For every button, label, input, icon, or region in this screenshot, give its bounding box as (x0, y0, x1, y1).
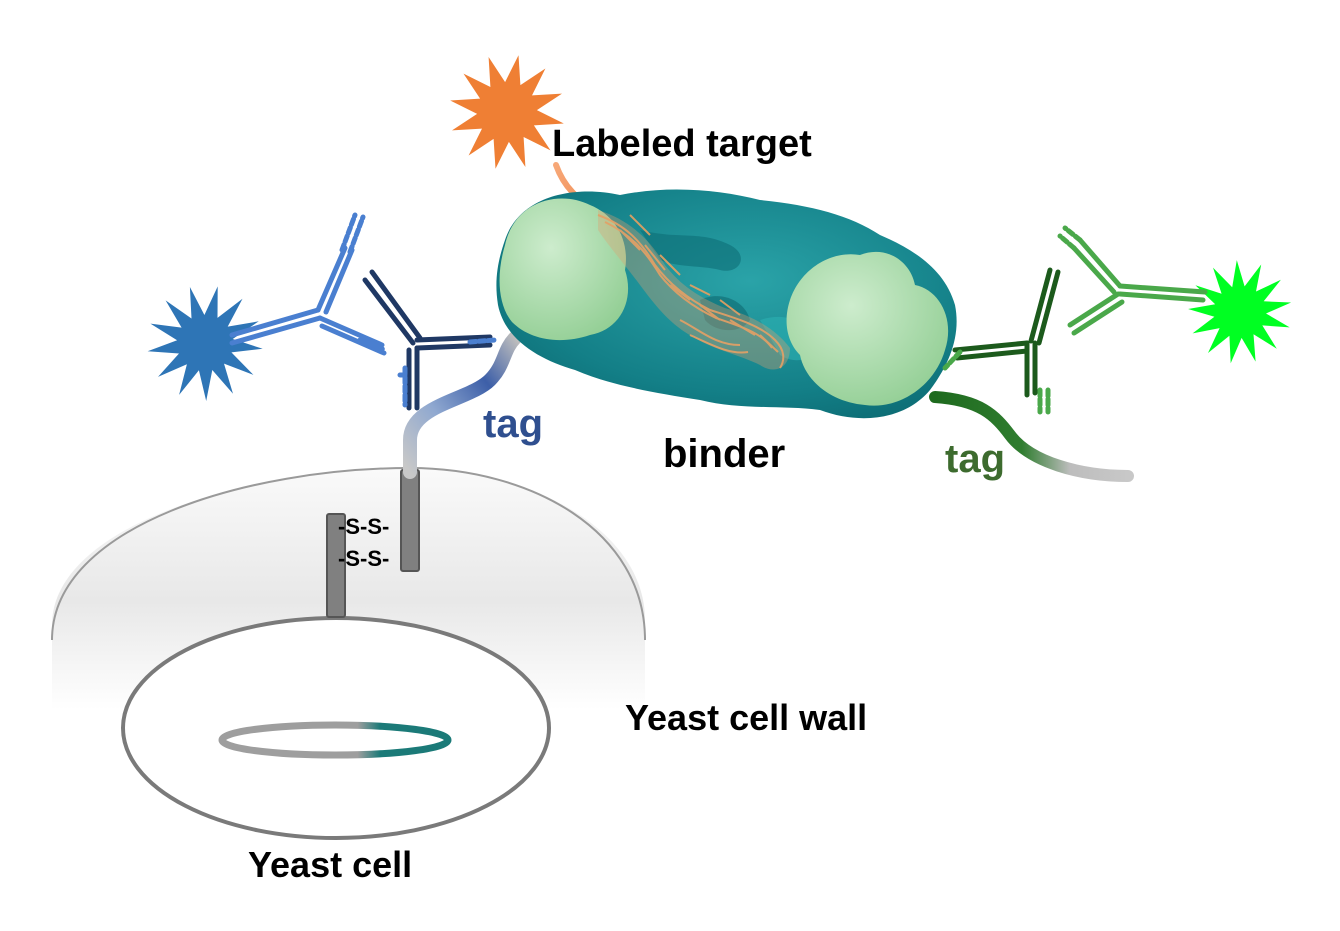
linker-right (929, 391, 1134, 482)
fluorophore-blue (147, 286, 263, 401)
tag-right-label: tag (945, 437, 1005, 481)
binder-domain-right (786, 251, 949, 406)
antibody-primary-left (362, 269, 498, 411)
binder-label: binder (663, 432, 785, 476)
linker-left (403, 331, 522, 479)
fluorophore-green (1188, 260, 1292, 364)
fluorophore-orange (450, 55, 564, 169)
yeast-cell-wall-label: Yeast cell wall (625, 697, 867, 738)
peptide-mesh-fill (598, 210, 790, 370)
disulfide-bond-bottom: -S-S- (338, 546, 389, 571)
binder-domain-left (499, 198, 629, 341)
antibody-secondary-right (1057, 225, 1208, 336)
labeled-target-peptide (597, 214, 785, 369)
antibody-secondary-left (229, 212, 388, 356)
anchor-protein-right (400, 469, 420, 572)
anchor-protein-left (326, 513, 346, 618)
disulfide-bond-top: -S-S- (338, 514, 389, 539)
yeast-cell-label: Yeast cell (248, 844, 412, 885)
antibody-primary-right (942, 267, 1061, 415)
plasmid (218, 721, 452, 759)
tag-left-label: tag (483, 402, 543, 446)
yeast-cell-wall-outline (51, 466, 646, 641)
labeled-target-label: Labeled target (552, 123, 812, 165)
